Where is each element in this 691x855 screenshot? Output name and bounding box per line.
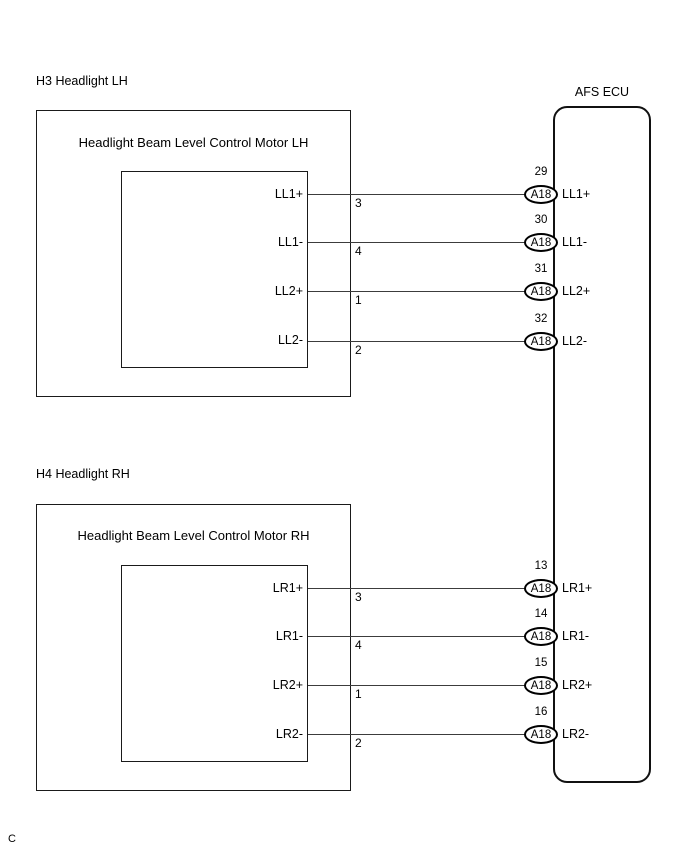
ecu-pin-number-30: 30 [534, 214, 548, 226]
motor-terminal-label-ll2n: LL2- [277, 333, 303, 347]
ecu-pin-number-32: 32 [534, 313, 548, 325]
wire-pin-number-lr2n: 2 [355, 736, 362, 750]
motor-terminal-label-lr2n: LR2- [275, 727, 303, 741]
motor-terminal-label-ll1p: LL1+ [274, 187, 303, 201]
wire-ll1p [308, 194, 553, 195]
connector-oval-a18-16: A18 [524, 725, 558, 744]
motor-terminal-label-lr1p: LR1+ [272, 581, 303, 595]
motor-terminal-label-ll2p: LL2+ [274, 284, 303, 298]
wire-ll2n [308, 341, 553, 342]
motor-terminal-label-lr2p: LR2+ [272, 678, 303, 692]
wire-pin-number-lr2p: 1 [355, 687, 362, 701]
connector-oval-a18-13: A18 [524, 579, 558, 598]
wire-pin-number-lr1n: 4 [355, 638, 362, 652]
afs-ecu-caption: AFS ECU [574, 85, 630, 99]
wire-pin-number-ll1n: 4 [355, 244, 362, 258]
ecu-pin-number-31: 31 [534, 263, 548, 275]
ecu-terminal-label-lr1p: LR1+ [562, 581, 593, 595]
connector-oval-a18-31: A18 [524, 282, 558, 301]
ecu-pin-number-14: 14 [534, 608, 548, 620]
connector-oval-a18-29: A18 [524, 185, 558, 204]
ecu-pin-number-15: 15 [534, 657, 548, 669]
ecu-terminal-label-ll2p: LL2+ [562, 284, 591, 298]
wire-pin-number-lr1p: 3 [355, 590, 362, 604]
ecu-terminal-label-ll1p: LL1+ [562, 187, 591, 201]
headlight-lh-outer-box [36, 110, 351, 397]
motor-lh-inner-box [121, 171, 308, 368]
wire-ll1n [308, 242, 553, 243]
motor-terminal-label-lr1n: LR1- [275, 629, 303, 643]
unit-title-rh: Headlight Beam Level Control Motor RH [77, 528, 310, 543]
wire-pin-number-ll1p: 3 [355, 196, 362, 210]
ecu-pin-number-29: 29 [534, 166, 548, 178]
ecu-pin-number-13: 13 [534, 560, 548, 572]
section-caption-h3: H3 Headlight LH [36, 74, 128, 88]
motor-terminal-label-ll1n: LL1- [277, 235, 303, 249]
connector-oval-a18-30: A18 [524, 233, 558, 252]
unit-title-lh: Headlight Beam Level Control Motor LH [78, 135, 309, 150]
wire-pin-number-ll2n: 2 [355, 343, 362, 357]
motor-rh-inner-box [121, 565, 308, 762]
wire-pin-number-ll2p: 1 [355, 293, 362, 307]
ecu-terminal-label-ll1n: LL1- [562, 235, 588, 249]
wire-ll2p [308, 291, 553, 292]
page-mark: C [8, 833, 16, 845]
wire-lr2n [308, 734, 553, 735]
wire-lr1n [308, 636, 553, 637]
connector-oval-a18-32: A18 [524, 332, 558, 351]
wire-lr1p [308, 588, 553, 589]
ecu-terminal-label-lr2p: LR2+ [562, 678, 593, 692]
wire-lr2p [308, 685, 553, 686]
ecu-terminal-label-lr1n: LR1- [562, 629, 590, 643]
connector-oval-a18-14: A18 [524, 627, 558, 646]
ecu-terminal-label-ll2n: LL2- [562, 334, 588, 348]
headlight-rh-outer-box [36, 504, 351, 791]
afs-ecu-box [553, 106, 651, 783]
section-caption-h4: H4 Headlight RH [36, 467, 130, 481]
connector-oval-a18-15: A18 [524, 676, 558, 695]
ecu-terminal-label-lr2n: LR2- [562, 727, 590, 741]
ecu-pin-number-16: 16 [534, 706, 548, 718]
